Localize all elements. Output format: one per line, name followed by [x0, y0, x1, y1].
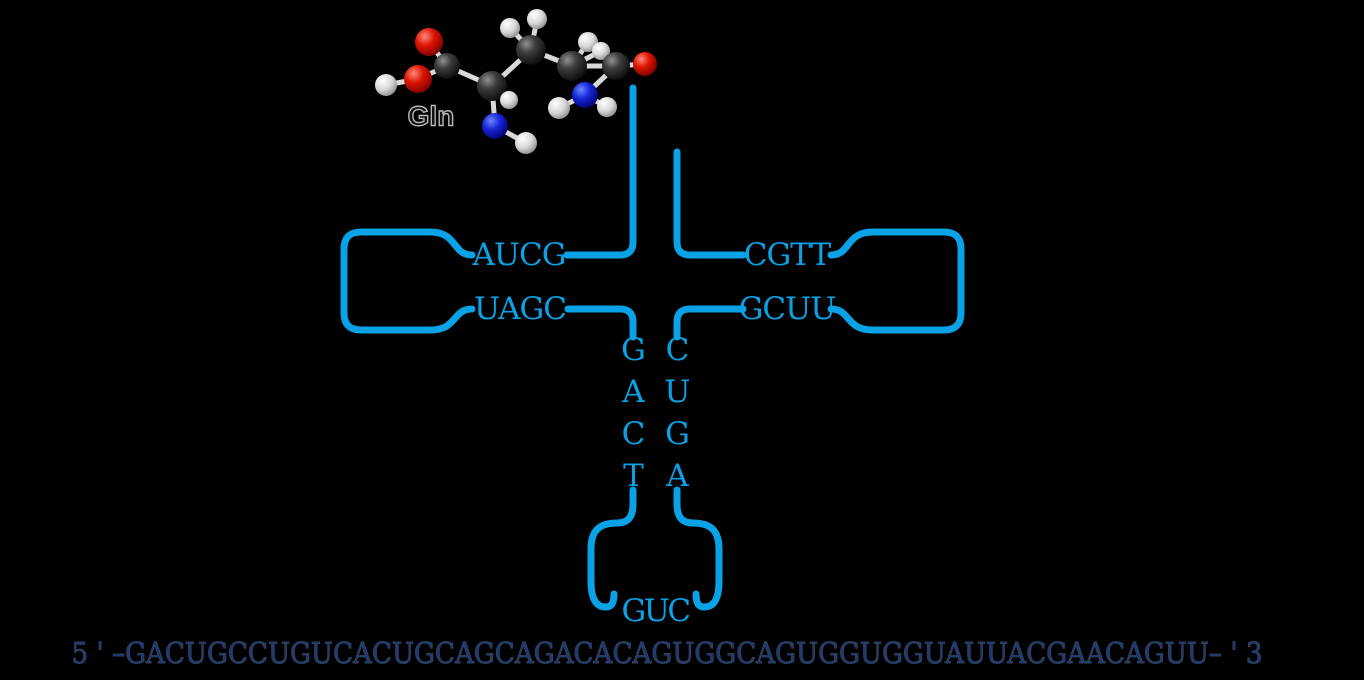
right-stem-connector	[673, 305, 747, 341]
acceptor-stem-line-left	[563, 84, 637, 259]
left-arm-loop	[340, 228, 476, 334]
left-arm-top-strand: AUCG	[472, 237, 566, 273]
left-stem-connector	[564, 305, 637, 341]
atom-N	[572, 82, 598, 108]
amino-acid-label: Gln	[408, 101, 455, 132]
atom-O	[633, 52, 657, 76]
nucleotide-sequence-line: 5 ' –GACUGCCUGUCACUGCAGCAGACACAGUGGCAGUG…	[72, 636, 1263, 670]
atom-H	[597, 97, 617, 117]
atom-H	[375, 74, 397, 96]
atom-C	[434, 53, 460, 79]
stem-left-base-1: G	[621, 332, 645, 368]
atom-C	[516, 35, 546, 65]
anticodon-loop-left	[587, 486, 637, 611]
right-arm-bottom-strand: GCUU	[739, 291, 836, 327]
acceptor-stem-line-right	[673, 148, 747, 259]
anticodon-label: GUC	[621, 593, 689, 629]
atom-H	[500, 18, 520, 38]
molecule-atoms	[375, 9, 657, 154]
atom-H	[548, 97, 570, 119]
atom-H	[592, 42, 610, 60]
atom-C	[602, 52, 630, 80]
trna-structure-lines	[340, 84, 965, 611]
stem-right-base-3: G	[665, 416, 689, 452]
left-arm-bottom-strand: UAGC	[474, 291, 566, 327]
stem-right-base-4: A	[665, 458, 689, 494]
right-arm-top-strand: CGTT	[744, 237, 832, 273]
atom-C	[477, 71, 507, 101]
stem-left-base-4: T	[623, 458, 644, 494]
atom-O	[415, 28, 443, 56]
atom-H	[515, 132, 537, 154]
stem-left-base-3: C	[622, 416, 645, 452]
trna-strand-labels: AUCG UAGC CGTT GCUU G A C T C U G A GUC	[472, 237, 837, 629]
stem-right-base-1: C	[666, 332, 689, 368]
atom-H	[527, 9, 547, 29]
right-arm-loop	[827, 228, 965, 334]
atom-C	[557, 51, 587, 81]
anticodon-loop-right	[673, 486, 723, 611]
stem-left-base-2: A	[621, 374, 645, 410]
atom-O	[404, 65, 432, 93]
atom-H	[500, 91, 518, 109]
atom-N	[482, 113, 508, 139]
stem-right-base-2: U	[664, 374, 689, 410]
